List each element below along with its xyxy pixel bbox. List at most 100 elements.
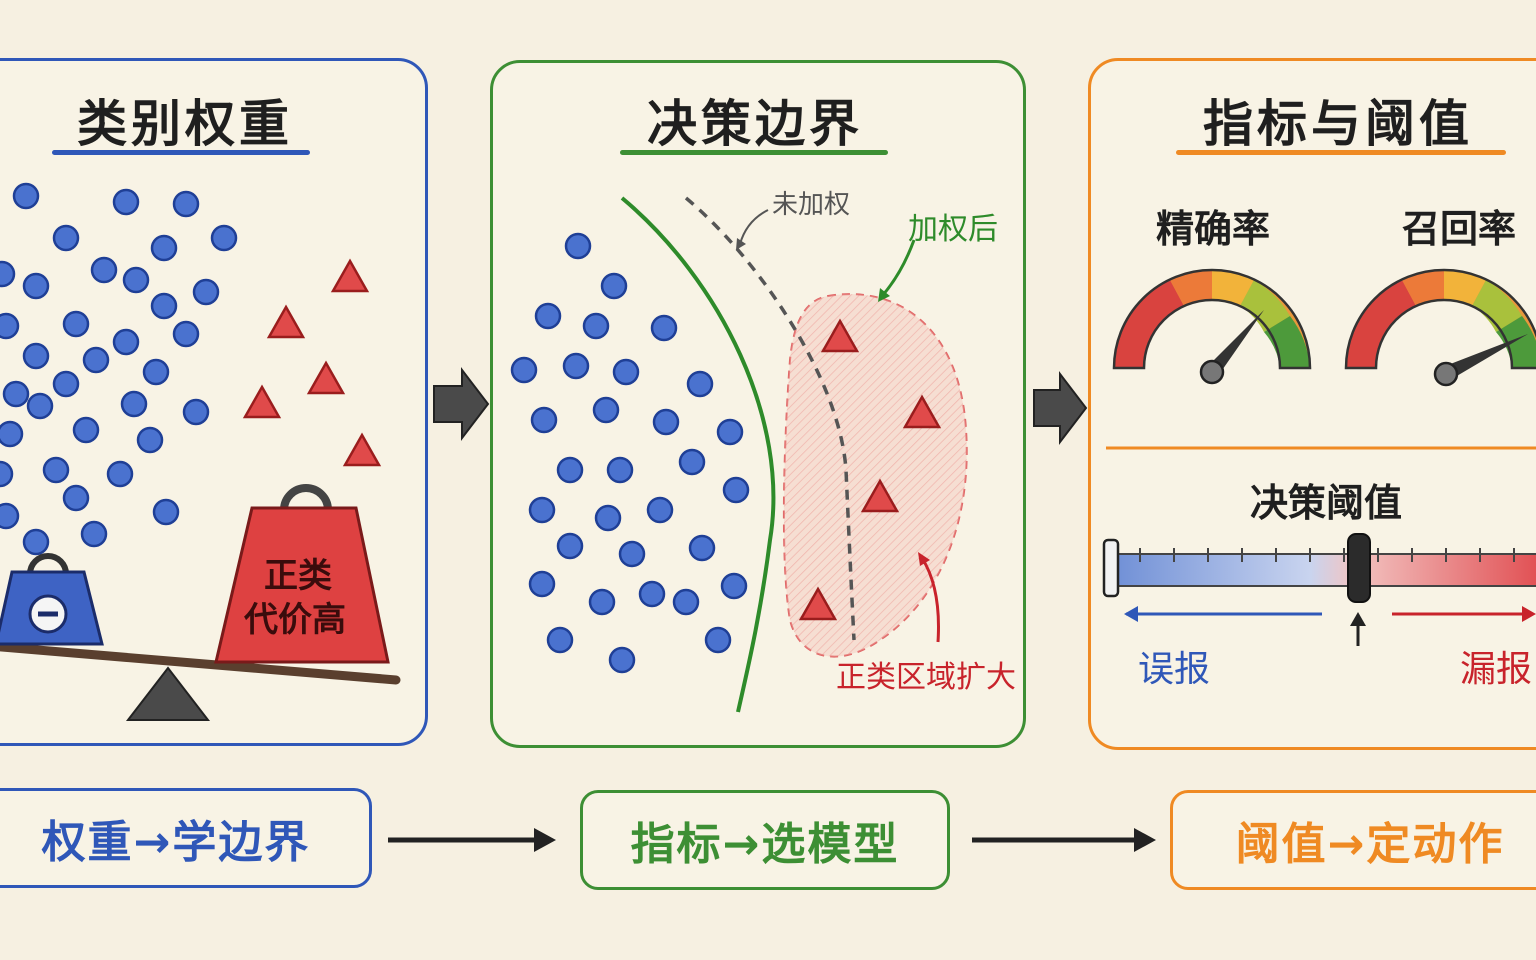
positive-class-points-2 bbox=[798, 318, 942, 621]
precision-label: 精确率 bbox=[1156, 207, 1271, 251]
negative-point bbox=[112, 188, 140, 216]
unweighted-label: 未加权 bbox=[772, 190, 851, 220]
negative-point bbox=[22, 272, 50, 300]
negative-point bbox=[150, 292, 178, 320]
negative-point bbox=[618, 540, 646, 568]
negative-point bbox=[182, 398, 210, 426]
negative-point bbox=[646, 496, 674, 524]
false-negative-label: 漏报 bbox=[1460, 649, 1533, 690]
arrow-right-icon bbox=[972, 828, 1156, 852]
region-expanded-label: 正类区域扩大 bbox=[836, 660, 1016, 695]
positive-point bbox=[266, 304, 306, 339]
negative-point bbox=[652, 408, 680, 436]
negative-point bbox=[510, 356, 538, 384]
weighted-boundary-line bbox=[620, 196, 776, 713]
negative-point bbox=[12, 182, 40, 210]
gauge-needle-icon bbox=[1206, 310, 1264, 376]
big-weight bbox=[214, 484, 390, 664]
negative-point bbox=[152, 498, 180, 526]
negative-point bbox=[0, 420, 24, 448]
negative-point bbox=[582, 312, 610, 340]
negative-point bbox=[210, 224, 238, 252]
metrics-threshold-title: 指标与阈值 bbox=[1203, 95, 1473, 153]
negative-point bbox=[112, 328, 140, 356]
positive-point bbox=[820, 318, 860, 353]
negative-class-points-2 bbox=[510, 232, 750, 674]
negative-point bbox=[650, 314, 678, 342]
negative-point bbox=[122, 266, 150, 294]
negative-point bbox=[90, 256, 118, 284]
negative-point bbox=[556, 456, 584, 484]
flow-step-threshold: 阈值→定动作 bbox=[1170, 790, 1536, 890]
negative-point bbox=[688, 534, 716, 562]
negative-point bbox=[528, 496, 556, 524]
negative-point bbox=[22, 528, 50, 556]
negative-point bbox=[172, 320, 200, 348]
negative-point bbox=[22, 342, 50, 370]
arrow-right-icon bbox=[1033, 371, 1088, 445]
negative-point bbox=[672, 588, 700, 616]
negative-point bbox=[0, 260, 16, 288]
metrics-threshold-underline bbox=[1176, 150, 1506, 155]
decision-boundary-title: 决策边界 bbox=[647, 95, 863, 153]
negative-point bbox=[562, 352, 590, 380]
precision-gauge bbox=[1112, 268, 1312, 385]
negative-point bbox=[120, 390, 148, 418]
negative-point bbox=[564, 232, 592, 260]
weight-label-line2: 代价高 bbox=[244, 600, 346, 640]
negative-point bbox=[52, 224, 80, 252]
arrow-right-icon bbox=[388, 828, 556, 852]
class-weights-underline bbox=[52, 150, 310, 155]
negative-point bbox=[720, 572, 748, 600]
negative-class-points bbox=[0, 182, 238, 556]
positive-point bbox=[798, 586, 838, 621]
threshold-marker-icon bbox=[1347, 533, 1371, 603]
negative-point bbox=[26, 392, 54, 420]
small-weight bbox=[0, 553, 104, 646]
negative-point bbox=[62, 484, 90, 512]
positive-point bbox=[306, 360, 346, 395]
gauge-needle-icon bbox=[1440, 334, 1528, 380]
negative-point bbox=[534, 302, 562, 330]
class-weights-title: 类别权重 bbox=[77, 95, 293, 153]
positive-point bbox=[902, 394, 942, 429]
negative-point bbox=[588, 588, 616, 616]
decision-boundary-underline bbox=[620, 150, 888, 155]
flow-step-metrics: 指标→选模型 bbox=[580, 790, 950, 890]
negative-point bbox=[52, 370, 80, 398]
balance-scale bbox=[0, 642, 401, 721]
metrics-threshold-panel bbox=[1088, 58, 1536, 750]
negative-point bbox=[722, 476, 750, 504]
arrow-right-icon bbox=[433, 367, 490, 441]
negative-point bbox=[592, 396, 620, 424]
negative-point bbox=[62, 310, 90, 338]
negative-point bbox=[0, 502, 20, 530]
negative-point bbox=[42, 456, 70, 484]
threshold-slider bbox=[1102, 533, 1536, 646]
negative-point bbox=[172, 190, 200, 218]
expanded-positive-region bbox=[782, 293, 968, 658]
negative-point bbox=[82, 346, 110, 374]
negative-point bbox=[0, 460, 14, 488]
negative-point bbox=[704, 626, 732, 654]
negative-point bbox=[2, 380, 30, 408]
positive-point bbox=[242, 384, 282, 419]
recall-gauge bbox=[1344, 268, 1536, 387]
weight-label-line1: 正类 bbox=[264, 556, 332, 596]
negative-point bbox=[0, 312, 20, 340]
threshold-label: 决策阈值 bbox=[1250, 481, 1403, 525]
negative-point bbox=[686, 370, 714, 398]
negative-point bbox=[80, 520, 108, 548]
recall-label: 召回率 bbox=[1402, 207, 1517, 251]
weighted-label: 加权后 bbox=[908, 212, 998, 247]
false-positive-label: 误报 bbox=[1138, 649, 1211, 690]
negative-point bbox=[608, 646, 636, 674]
positive-point bbox=[860, 478, 900, 513]
negative-point bbox=[612, 358, 640, 386]
negative-point bbox=[606, 456, 634, 484]
negative-point bbox=[600, 272, 628, 300]
negative-point bbox=[530, 406, 558, 434]
positive-point bbox=[330, 258, 370, 293]
positive-point bbox=[342, 432, 382, 467]
